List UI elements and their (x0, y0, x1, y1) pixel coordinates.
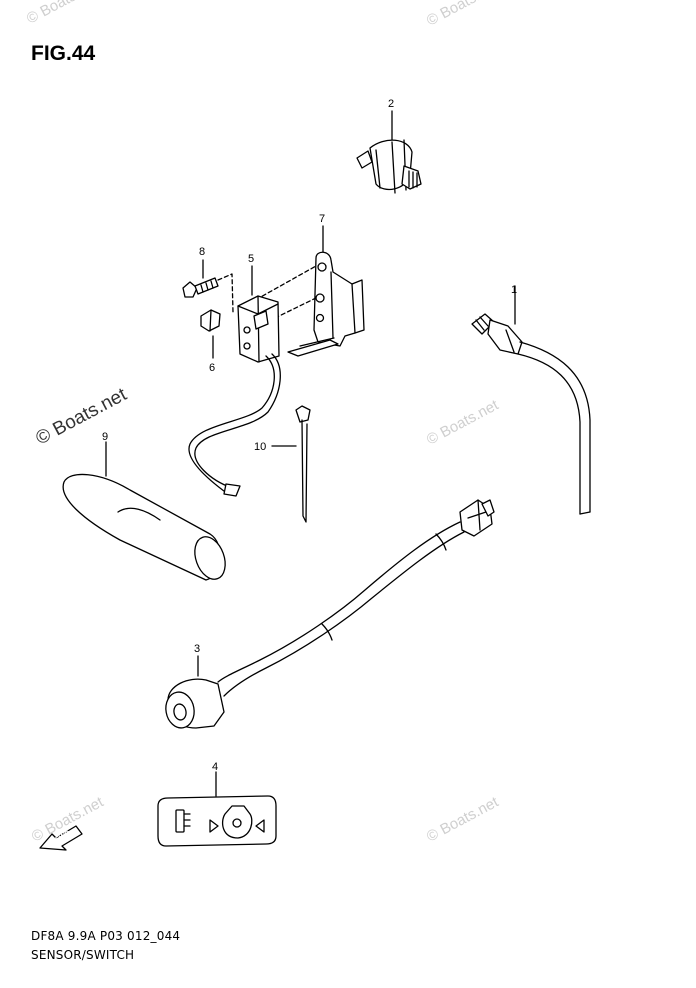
watermark-mid-left: © Boats.net (32, 384, 130, 450)
callout-8: 8 (199, 246, 205, 258)
footer-diagram-name: SENSOR/SWITCH (31, 948, 135, 962)
callout-7: 7 (319, 213, 325, 225)
footer-diagram-code: DF8A 9.9A P03 012_044 (31, 929, 181, 943)
watermarks: © Boats.net © Boats.net © Boats.net © Bo… (24, 0, 502, 846)
callout-9: 9 (102, 431, 108, 443)
part-1-sensor (471, 285, 591, 515)
part-9-sleeve (62, 441, 226, 581)
callout-labels: 1 2 3 4 5 6 7 8 9 10 (102, 98, 517, 773)
watermark-top-right: © Boats.net (424, 0, 502, 30)
part-3-harness (165, 499, 495, 729)
part-6-clip (200, 309, 221, 359)
watermark-mid-right: © Boats.net (424, 396, 502, 448)
callout-3: 3 (194, 643, 200, 655)
part-7-bracket (249, 225, 365, 357)
callout-2: 2 (388, 98, 394, 110)
watermark-bottom-right: © Boats.net (424, 793, 502, 845)
part-2-sender (356, 110, 422, 194)
callout-6: 6 (209, 362, 215, 374)
part-8-bolt (182, 259, 234, 313)
part-10-cable-tie (271, 405, 311, 523)
part-5-switch (188, 265, 281, 497)
callout-5: 5 (248, 253, 254, 265)
callout-1: 1 (511, 284, 517, 296)
watermark-top-left: © Boats.net (24, 0, 102, 28)
callout-10: 10 (254, 441, 266, 453)
callout-4: 4 (212, 761, 218, 773)
figure-title: FIG.44 (31, 42, 96, 65)
part-4-label (157, 771, 277, 847)
